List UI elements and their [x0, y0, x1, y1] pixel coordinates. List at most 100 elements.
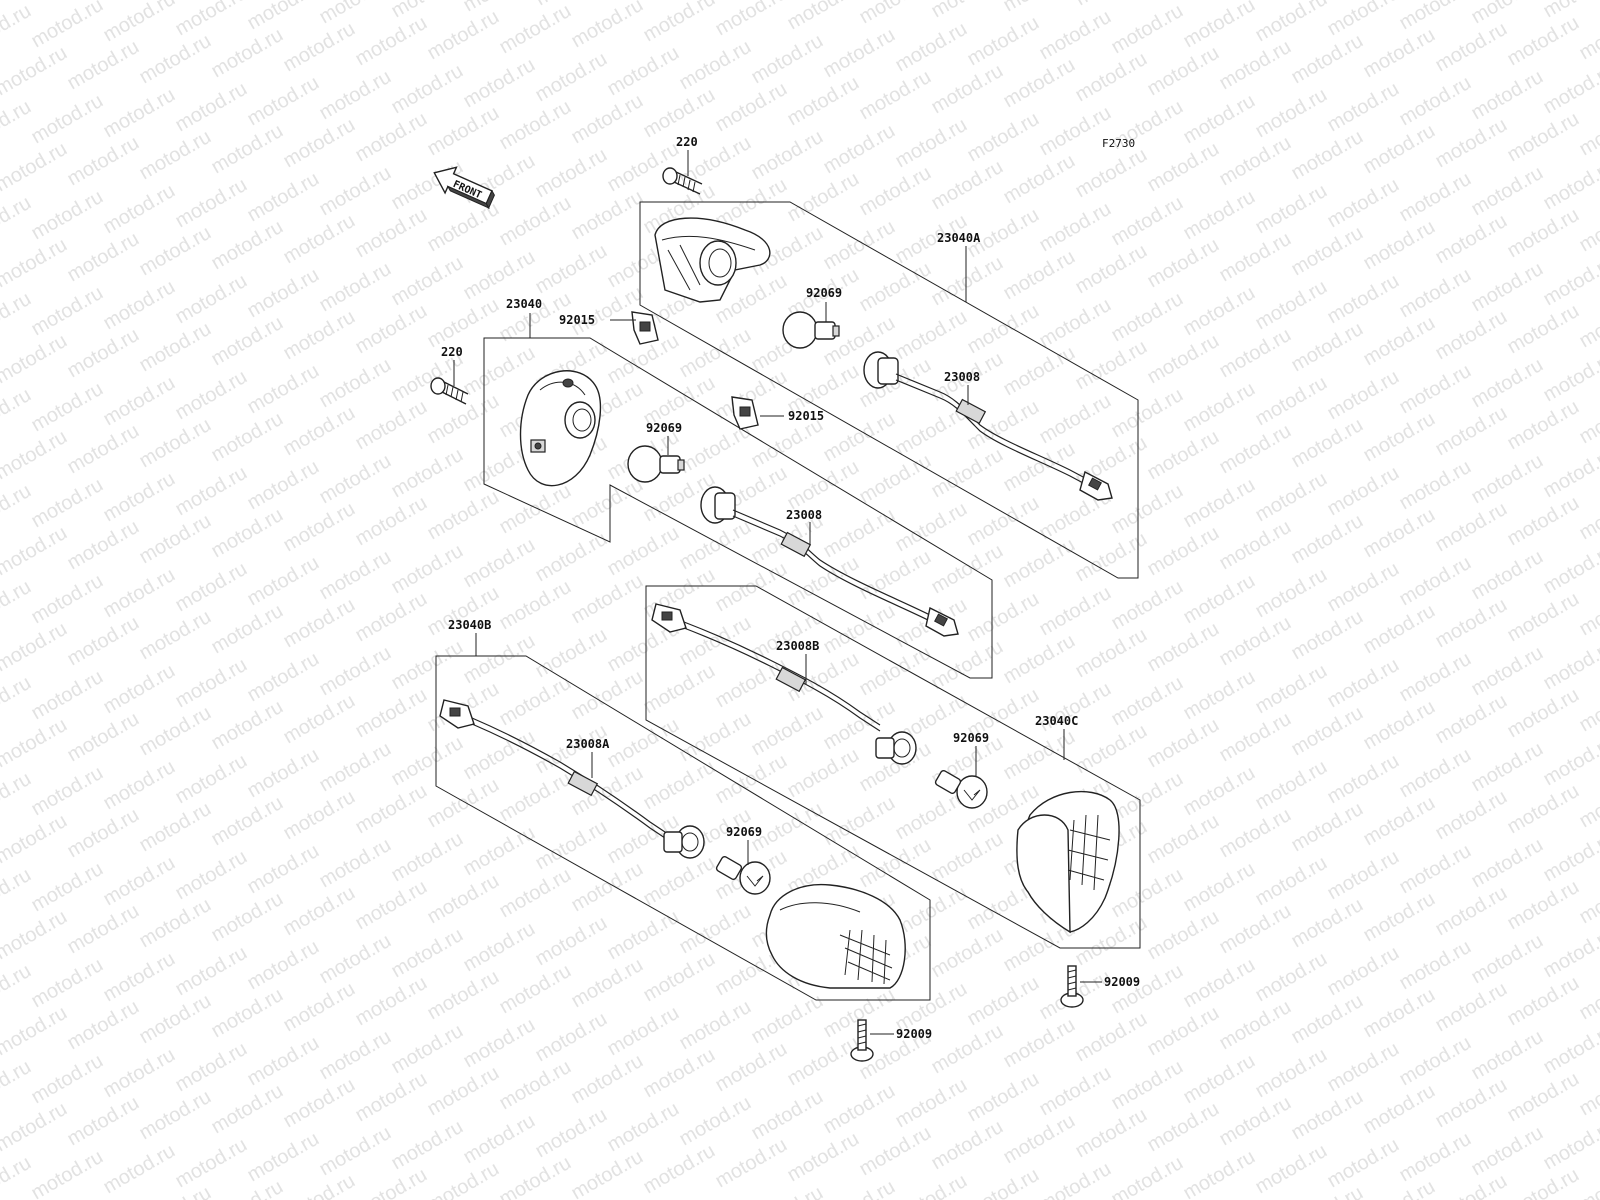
watermark-text: motod.ru: [1144, 1098, 1223, 1157]
watermark-text: motod.ru: [532, 1008, 611, 1067]
watermark-text: motod.ru: [424, 870, 503, 929]
watermark-text: motod.ru: [100, 84, 179, 143]
watermark-text: motod.ru: [712, 654, 791, 713]
watermark-text: motod.ru: [1288, 222, 1367, 281]
watermark-text: motod.ru: [784, 72, 863, 131]
watermark-text: motod.ru: [1180, 666, 1259, 725]
watermark-text: motod.ru: [1432, 402, 1511, 461]
watermark-text: motod.ru: [1036, 6, 1115, 65]
screw-92009-a: 92009: [850, 1019, 932, 1062]
label-92009-a: 92009: [896, 1027, 932, 1041]
watermark-text: motod.ru: [64, 612, 143, 671]
watermark-text: motod.ru: [568, 0, 647, 52]
watermark-text: motod.ru: [1576, 774, 1600, 833]
label-23008A: 23008A: [566, 737, 610, 751]
turn-signal-lens-icon: [1016, 790, 1120, 934]
watermark-text: motod.ru: [1288, 798, 1367, 857]
watermark-text: motod.ru: [1108, 864, 1187, 923]
watermark-text: motod.ru: [244, 168, 323, 227]
watermark-text: motod.ru: [1432, 1074, 1511, 1133]
watermark-text: motod.ru: [928, 828, 1007, 887]
watermark-text: motod.ru: [1288, 1086, 1367, 1145]
watermark-text: motod.ru: [712, 0, 791, 40]
watermark-text: motod.ru: [1288, 990, 1367, 1049]
watermark-text: motod.ru: [28, 90, 107, 149]
watermark-text: motod.ru: [1216, 36, 1295, 95]
watermark-text: motod.ru: [1000, 438, 1079, 497]
watermark-text: motod.ru: [316, 354, 395, 413]
watermark-text: motod.ru: [1504, 12, 1583, 71]
watermark-text: motod.ru: [1180, 954, 1259, 1013]
watermark-text: motod.ru: [136, 126, 215, 185]
watermark-text: motod.ru: [784, 552, 863, 611]
watermark-text: motod.ru: [460, 0, 539, 16]
watermark-text: motod.ru: [28, 282, 107, 341]
watermark-text: motod.ru: [784, 456, 863, 515]
watermark-text: motod.ru: [568, 186, 647, 245]
assembly-23040-outline: [483, 337, 993, 679]
nut-92015-b: [731, 396, 759, 430]
watermark-text: motod.ru: [1360, 1176, 1439, 1200]
watermark-text: motod.ru: [1324, 0, 1403, 40]
watermark-text: motod.ru: [1288, 1182, 1367, 1200]
watermark-text: motod.ru: [1288, 702, 1367, 761]
label-92069-c: 92069: [953, 731, 989, 745]
watermark-text: motod.ru: [712, 750, 791, 809]
watermark-text: motod.ru: [280, 786, 359, 845]
watermark-text: motod.ru: [424, 102, 503, 161]
watermark-text: motod.ru: [1504, 1164, 1583, 1200]
watermark-text: motod.ru: [1396, 1032, 1475, 1091]
watermark-text: motod.ru: [1396, 552, 1475, 611]
watermark-text: motod.ru: [1396, 0, 1475, 34]
watermark-text: motod.ru: [1216, 708, 1295, 767]
watermark-text: motod.ru: [0, 1002, 71, 1061]
watermark-text: motod.ru: [1144, 906, 1223, 965]
watermark-text: motod.ru: [316, 738, 395, 797]
watermark-text: motod.ru: [676, 1092, 755, 1151]
watermark-text: motod.ru: [1324, 1134, 1403, 1193]
watermark-text: motod.ru: [928, 1020, 1007, 1079]
watermark-text: motod.ru: [820, 504, 899, 563]
watermark-text: motod.ru: [460, 1014, 539, 1073]
watermark-text: motod.ru: [568, 474, 647, 533]
watermark-text: motod.ru: [712, 1038, 791, 1097]
watermark-text: motod.ru: [1036, 1062, 1115, 1121]
watermark-text: motod.ru: [964, 300, 1043, 359]
watermark-text: motod.ru: [28, 378, 107, 437]
figure-code: F2730: [1102, 137, 1135, 150]
watermark-text: motod.ru: [28, 1146, 107, 1200]
watermark-text: motod.ru: [0, 384, 35, 443]
watermark-text: motod.ru: [856, 450, 935, 509]
watermark-text: motod.ru: [352, 12, 431, 71]
watermark-text: motod.ru: [244, 744, 323, 803]
watermark-text: motod.ru: [352, 588, 431, 647]
watermark-text: motod.ru: [1216, 324, 1295, 383]
watermark-text: motod.ru: [244, 264, 323, 323]
assembly-23040C-outline: [645, 585, 1141, 949]
watermark-text: motod.ru: [1144, 522, 1223, 581]
watermark-text: motod.ru: [1144, 234, 1223, 293]
watermark-text: motod.ru: [64, 804, 143, 863]
watermark-text: motod.ru: [1036, 102, 1115, 161]
watermark-text: motod.ru: [748, 1086, 827, 1145]
watermark-text: motod.ru: [568, 1146, 647, 1200]
watermark-text: motod.ru: [496, 768, 575, 827]
watermark-text: motod.ru: [928, 636, 1007, 695]
watermark-text: motod.ru: [1360, 984, 1439, 1043]
watermark-text: motod.ru: [604, 522, 683, 581]
watermark-text: motod.ru: [100, 276, 179, 335]
watermark-text: motod.ru: [172, 1038, 251, 1097]
watermark-text: motod.ru: [0, 618, 71, 677]
watermark-text: motod.ru: [208, 888, 287, 947]
watermark-text: motod.ru: [388, 1116, 467, 1175]
watermark-text: motod.ru: [1000, 246, 1079, 305]
watermark-text: motod.ru: [604, 0, 683, 4]
label-220-left: 220: [441, 345, 463, 359]
watermark-text: motod.ru: [136, 1182, 215, 1200]
watermark-text: motod.ru: [244, 648, 323, 707]
watermark-text: motod.ru: [496, 1056, 575, 1115]
watermark-text: motod.ru: [568, 954, 647, 1013]
watermark-text: motod.ru: [820, 408, 899, 467]
watermark-text: motod.ru: [1360, 1080, 1439, 1139]
